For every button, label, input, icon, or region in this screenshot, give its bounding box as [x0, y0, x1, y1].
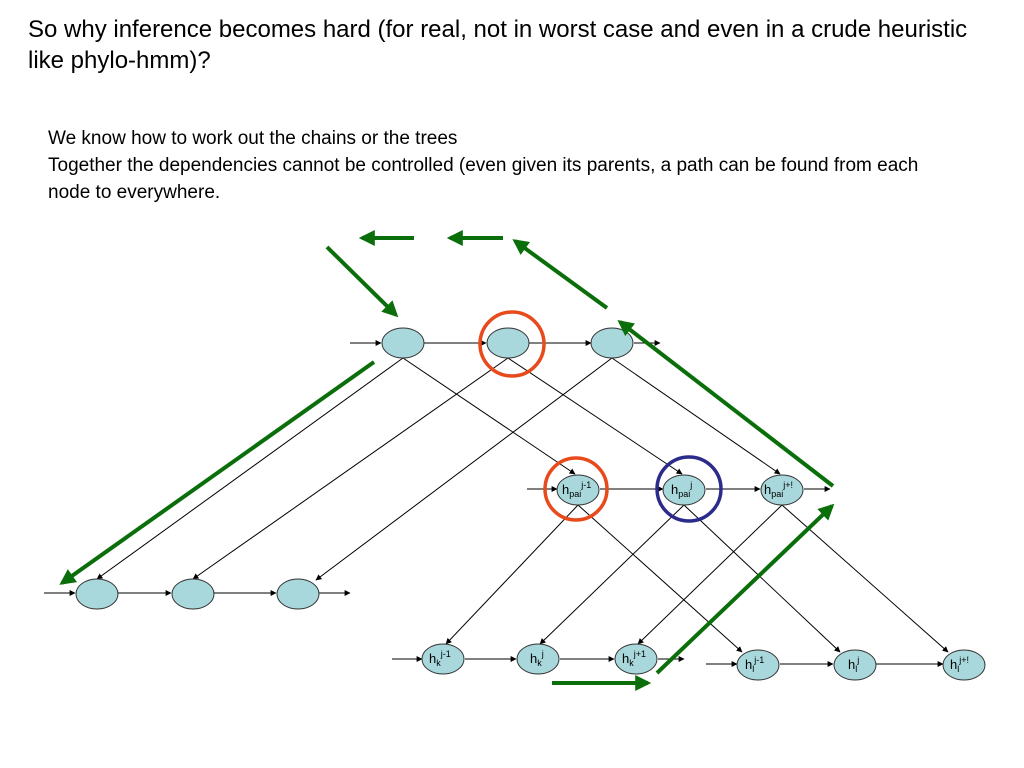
slide-body: We know how to work out the chains or th… — [48, 125, 948, 206]
edge — [577, 504, 743, 653]
label-hk-j: hkj — [530, 649, 544, 668]
node-hpai-jp1 — [760, 474, 804, 506]
path-arrow — [59, 360, 376, 585]
label-hk-jp1: hkj+1 — [622, 649, 646, 668]
label-hl-jm1: hlj-1 — [745, 655, 764, 674]
label-hpai-j: hpaij — [671, 480, 692, 499]
path-arrow — [512, 239, 609, 310]
node-hk-jm1 — [421, 643, 465, 675]
edge — [402, 357, 576, 475]
slide-title: So why inference becomes hard (for real,… — [28, 16, 968, 74]
edge — [192, 357, 509, 580]
label-hpai-jm1: hpaij-1 — [562, 480, 591, 499]
node-left-3 — [276, 578, 320, 610]
node-left-1 — [75, 578, 119, 610]
edge — [445, 504, 579, 645]
label-hl-j: hlj — [848, 655, 859, 674]
highlight-circle-top — [478, 310, 546, 378]
edge — [611, 357, 781, 475]
nodes — [75, 327, 986, 681]
node-hl-jm1 — [736, 649, 780, 681]
edge — [637, 504, 783, 645]
path-arrow — [655, 503, 835, 675]
node-top-1 — [381, 327, 425, 359]
node-hk-jp1 — [614, 643, 658, 675]
label-hk-jm1: hkj-1 — [429, 649, 451, 668]
node-hl-j — [833, 649, 877, 681]
body-line-1: We know how to work out the chains or th… — [48, 128, 458, 149]
node-hl-jp1 — [942, 649, 986, 681]
node-labels: hpaij-1 hpaij hpaij+! hkj-1 hkj hkj+1 hl… — [429, 480, 969, 674]
node-top-3 — [590, 327, 634, 359]
path-arrow — [617, 320, 835, 488]
label-hl-jp1: hlj+! — [950, 655, 969, 674]
node-hk-j — [516, 643, 560, 675]
node-hpai-jm1 — [556, 474, 600, 506]
node-left-2 — [171, 578, 215, 610]
node-hpai-j — [662, 474, 706, 506]
edges — [44, 340, 949, 667]
body-line-2: Together the dependencies cannot be cont… — [48, 155, 919, 203]
dependency-path-arrows — [59, 230, 835, 691]
edge — [781, 504, 949, 653]
highlight-circles — [478, 310, 723, 523]
path-arrow — [325, 245, 399, 318]
edge — [539, 504, 685, 645]
highlight-circle-hpai-j — [655, 455, 723, 523]
edge — [683, 504, 841, 653]
node-top-2 — [486, 327, 530, 359]
label-hpai-jp1: hpaij+! — [764, 480, 793, 499]
edge — [96, 357, 404, 580]
edge — [507, 357, 683, 475]
highlight-circle-hpai-jm1 — [543, 456, 609, 522]
